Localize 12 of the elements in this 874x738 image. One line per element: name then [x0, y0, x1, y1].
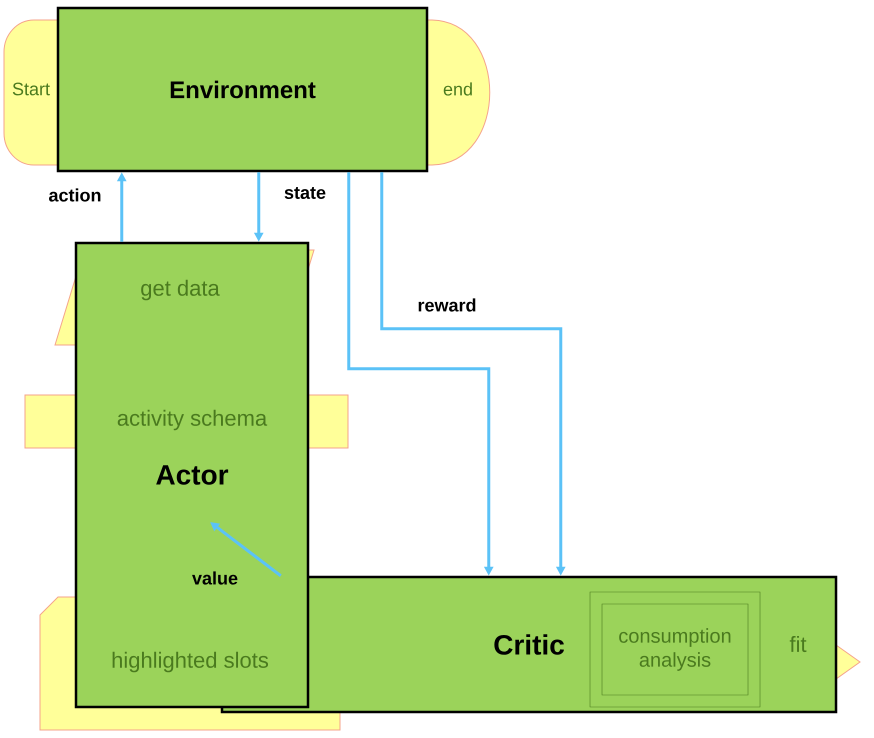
flowchart-shape — [426, 20, 490, 166]
block-box: Environment — [56, 6, 428, 172]
faded-label: fit — [790, 636, 806, 652]
edge-label: action — [48, 187, 102, 203]
edge-label: state — [283, 186, 328, 200]
faded-label: Start — [12, 82, 50, 96]
edge-label: reward — [416, 297, 478, 313]
flowchart-shape — [4, 20, 58, 166]
faded-label: end — [444, 82, 472, 96]
faded-label: activity schema — [118, 410, 268, 430]
faded-process-box: consumption analysis — [590, 592, 760, 708]
faded-label: get data — [141, 280, 220, 300]
